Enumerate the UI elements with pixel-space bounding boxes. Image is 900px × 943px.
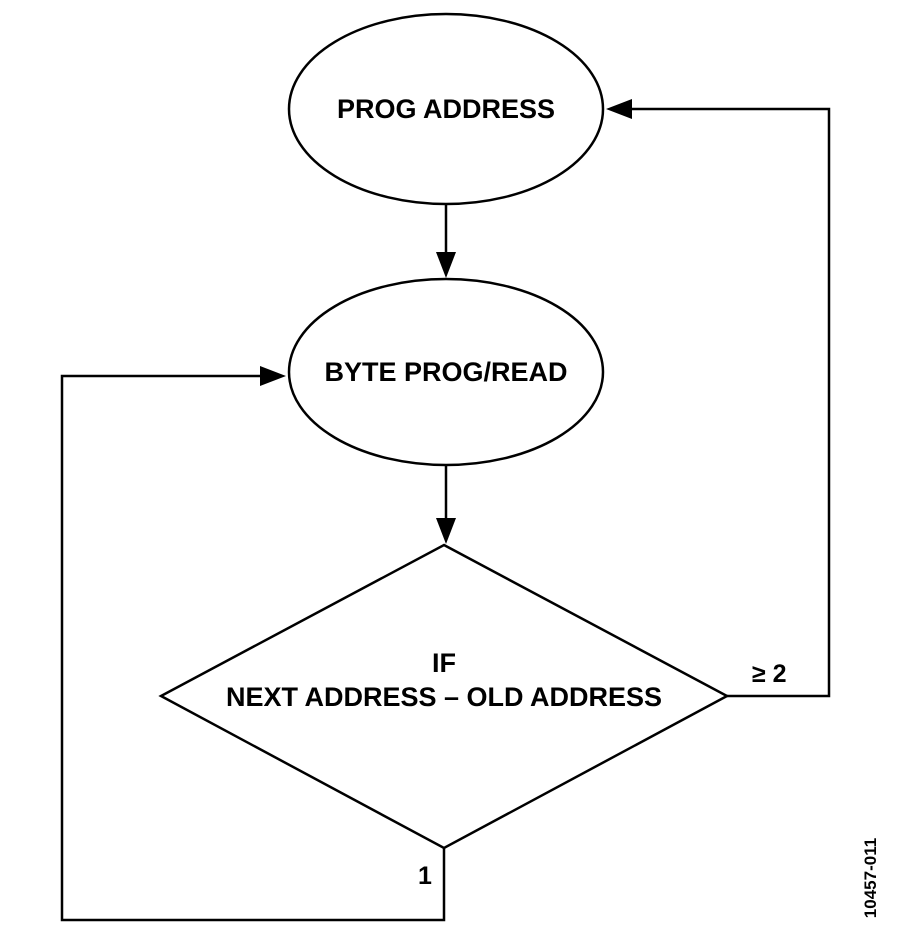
edge-equal-one-label: 1 (418, 862, 432, 890)
node-decision: IF NEXT ADDRESS – OLD ADDRESS (158, 543, 730, 850)
node-prog-address: PROG ADDRESS (287, 12, 605, 206)
edge-byte-to-decision (436, 465, 456, 544)
edge-greater-equal-two: ≥ 2 (606, 99, 831, 698)
edge-equal-one-arrowhead (260, 366, 286, 386)
edge-equal-one: 1 (60, 366, 446, 922)
edge-greater-equal-two-label: ≥ 2 (752, 660, 787, 688)
decision-label-line2: NEXT ADDRESS – OLD ADDRESS (226, 682, 662, 712)
edge-prog-to-byte (436, 204, 456, 278)
edge-greater-equal-two-arrowhead (606, 99, 632, 119)
edge-greater-equal-two-line (630, 107, 831, 698)
edge-equal-one-line (60, 374, 446, 922)
node-byte-prog-read: BYTE PROG/READ (287, 277, 605, 467)
prog-address-label: PROG ADDRESS (337, 94, 555, 124)
edge-prog-to-byte-arrowhead (436, 252, 456, 278)
decision-label-line1: IF (432, 648, 456, 678)
edge-byte-to-decision-arrowhead (436, 518, 456, 544)
byte-prog-read-label: BYTE PROG/READ (324, 357, 567, 387)
figure-id-label: 10457-011 (861, 838, 880, 918)
